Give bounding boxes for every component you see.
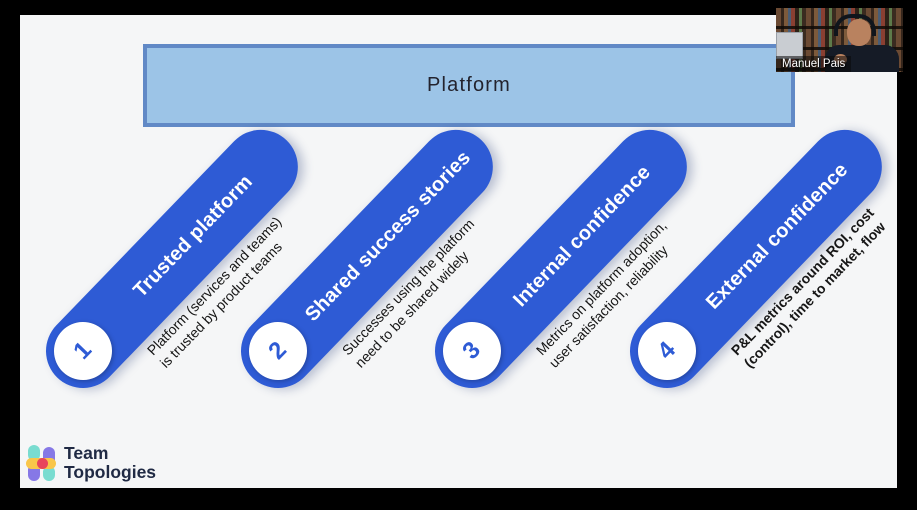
logo-bar-teal-top	[28, 445, 40, 461]
logo-dot-red	[37, 458, 48, 469]
webcam-thumbnail[interactable]: Manuel Pais	[776, 8, 903, 72]
cabinet-shape	[776, 32, 803, 59]
logo-wordmark: Team Topologies	[64, 444, 156, 482]
participant-name-label: Manuel Pais	[776, 56, 852, 72]
platform-label: Platform	[426, 74, 512, 96]
logo-word-team: Team	[64, 443, 109, 464]
team-topologies-logo-icon	[26, 444, 57, 482]
logo-bar-teal-bottom	[43, 466, 55, 481]
headphones-icon	[834, 14, 876, 36]
logo-word-topologies: Topologies	[64, 462, 157, 482]
platform-box: Platform	[143, 44, 795, 127]
presentation-slide: Platform 1 Trusted platform Platform (se…	[20, 15, 897, 488]
team-topologies-logo: Team Topologies	[26, 444, 156, 482]
